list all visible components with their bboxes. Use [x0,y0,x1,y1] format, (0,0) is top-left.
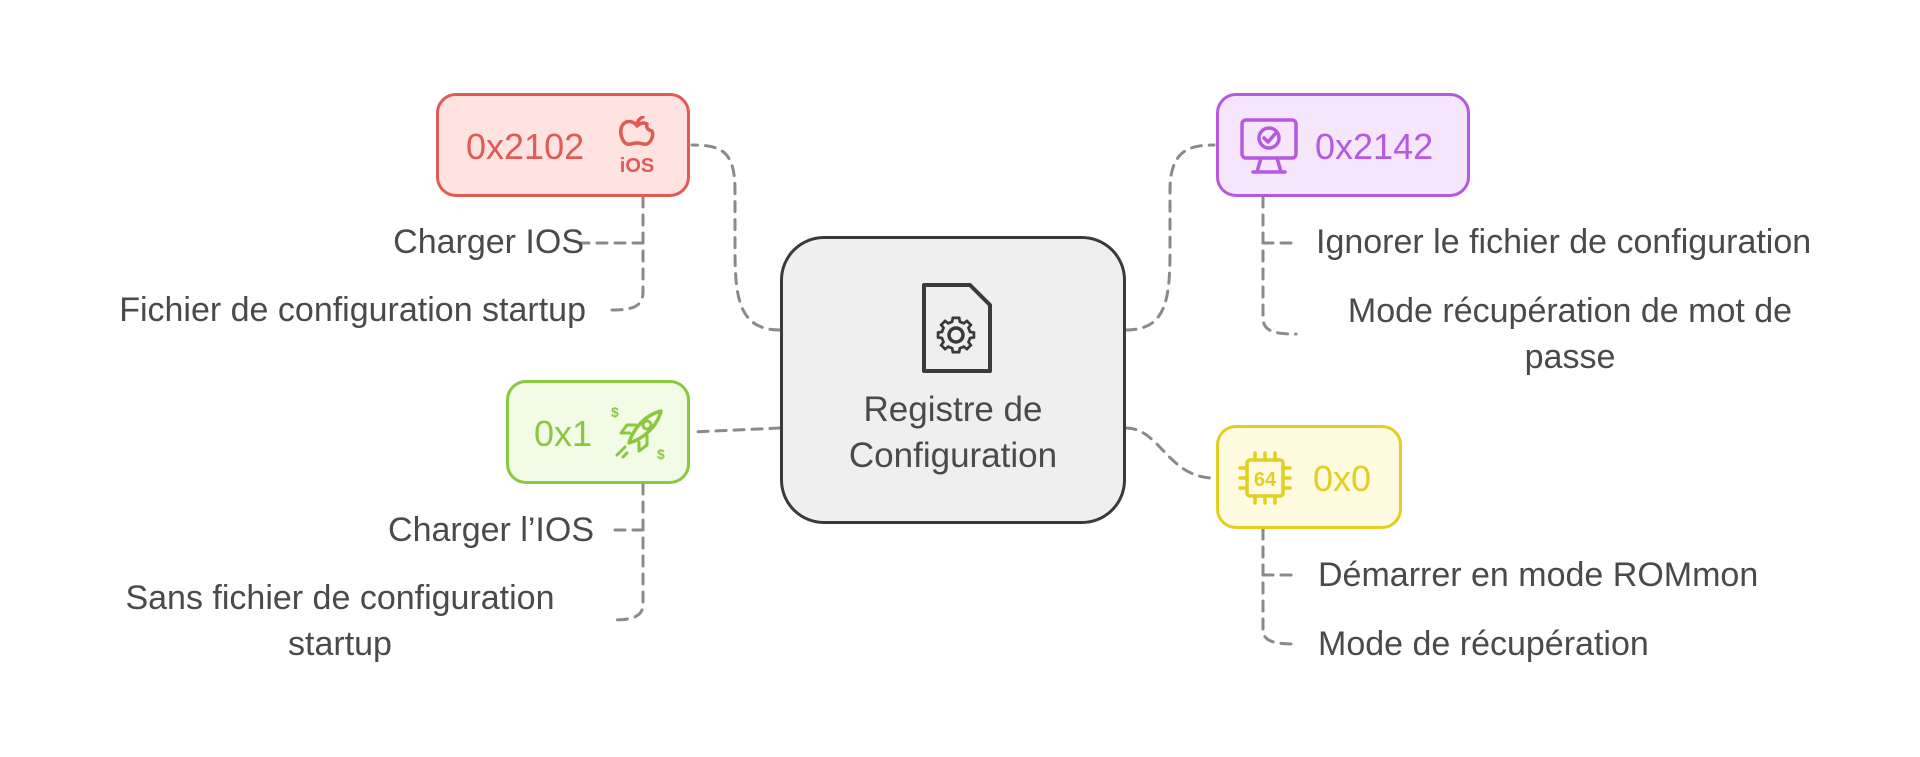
node-0x1: 0x1 $ $ [506,380,690,484]
item-demarrer-rommon: Démarrer en mode ROMmon [1318,556,1759,594]
gear-document-icon [916,281,996,382]
node-code: 0x0 [1313,458,1372,499]
item-charger-l-ios: Charger l’IOS [388,511,594,549]
edge-center-green [690,426,782,434]
node-0x2102: 0x2102 iOS [436,93,690,197]
svg-text:$: $ [657,446,665,462]
svg-text:iOS: iOS [620,155,654,176]
apple-ios-icon: iOS [613,115,661,181]
edge-center-purple [1124,143,1216,332]
chip-64-icon: 64 [1237,450,1293,511]
monitor-check-icon [1239,116,1299,181]
node-code: 0x1 [534,413,593,454]
node-0x2142: 0x2142 [1216,93,1470,197]
center-title: Registre de Configuration [783,387,1123,479]
center-title-line2: Configuration [848,436,1058,475]
item-ignorer-fichier-config: Ignorer le fichier de configuration [1316,223,1812,261]
center-title-line1: Registre de [863,390,1043,429]
svg-text:$: $ [611,404,619,420]
edge-yellow-items [1261,527,1298,646]
node-code: 0x2142 [1315,126,1434,167]
edge-red-items [608,195,645,312]
svg-text:64: 64 [1254,469,1277,491]
rocket-icon: $ $ [609,403,669,468]
node-code: 0x2102 [466,126,585,167]
edge-center-red [690,143,782,332]
item-sans-fichier-config: Sans fichier de configuration startup [125,579,555,663]
edge-purple-items [1261,195,1298,336]
item-fichier-config-startup: Fichier de configuration startup [119,291,586,329]
item-mode-recuperation-mdp: Mode récupération de mot de passe [1347,292,1793,376]
edge-green-items [608,482,645,622]
edge-center-yellow [1124,426,1216,480]
node-0x0: 64 0x0 [1216,425,1402,529]
center-node: Registre de Configuration [780,236,1126,524]
item-charger-ios: Charger IOS [393,223,584,261]
item-mode-de-recuperation: Mode de récupération [1318,625,1649,663]
